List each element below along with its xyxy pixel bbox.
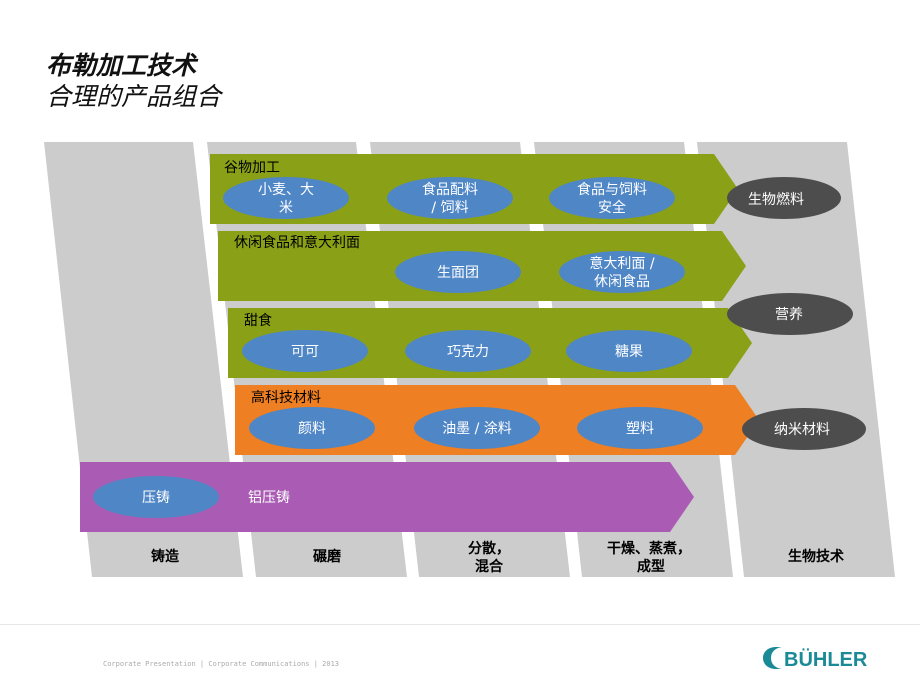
product-ellipse (566, 330, 692, 372)
product-label: 压铸 (142, 490, 170, 506)
product-ellipse (577, 407, 703, 449)
product-label: 巧克力 (447, 344, 489, 360)
footer-divider (0, 624, 920, 625)
product-ellipse (414, 407, 540, 449)
side-ellipses: 生物燃料 营养 纳米材料 (727, 177, 866, 450)
product-ellipse (559, 251, 685, 293)
product-label: 生面团 (437, 265, 479, 281)
side-ellipse-label: 纳米材料 (774, 422, 830, 438)
band-title: 高科技材料 (251, 389, 321, 406)
product-label: 颜料 (298, 421, 326, 437)
side-ellipse-biofuel (727, 177, 841, 219)
band-title: 铝压铸 (248, 490, 290, 506)
band-die-casting: 压铸 铝压铸 (80, 462, 694, 532)
product-label: 可可 (291, 344, 319, 360)
product-ellipse (93, 476, 219, 518)
product-label: 油墨 / 涂料 (442, 421, 512, 437)
product-ellipse (549, 177, 675, 219)
band-confectionery: 甜食 可可 巧克力 糖果 (228, 308, 752, 378)
side-ellipse-nano (742, 408, 866, 450)
product-label: 食品与饲料安全 (577, 181, 647, 216)
product-label: 食品配料/ 饲料 (422, 181, 478, 216)
band-snacks-pasta: 休闲食品和意大利面 生面团 意大利面 /休闲食品 (218, 231, 746, 301)
column-label-milling: 碾磨 (313, 548, 342, 565)
logo-text: BÜHLER (784, 648, 868, 671)
product-ellipse (223, 177, 349, 219)
product-label: 小麦、大米 (258, 182, 314, 216)
band-title: 休闲食品和意大利面 (234, 234, 360, 251)
buhler-logo: BÜHLER (763, 647, 868, 671)
column-label-dispersing: 分散，混合 (468, 540, 510, 575)
column-label-drying: 干燥、蒸煮，成型 (607, 540, 691, 575)
band-title: 甜食 (244, 312, 272, 329)
product-ellipse (395, 251, 521, 293)
logo-swoosh-icon (763, 647, 782, 669)
page-title: 布勒加工技术 (46, 51, 197, 80)
product-label: 塑料 (626, 421, 654, 437)
product-label: 糖果 (615, 344, 643, 360)
page-subtitle: 合理的产品组合 (46, 82, 222, 111)
footer-text: Corporate Presentation | Corporate Commu… (103, 660, 340, 668)
side-ellipse-nutrition (727, 293, 853, 335)
side-ellipse-label: 生物燃料 (748, 191, 804, 208)
product-portfolio-diagram: 谷物加工 小麦、大米 食品配料/ 饲料 食品与饲料安全 休闲食品和意大利面 生面… (44, 142, 895, 577)
band-advanced-materials: 高科技材料 颜料 油墨 / 涂料 塑料 (235, 385, 759, 455)
column-labels: 铸造 碾磨 分散，混合 干燥、蒸煮，成型 生物技术 (151, 540, 844, 575)
column-bg-biotech (697, 142, 895, 577)
band-arrow (80, 462, 694, 532)
band-title: 谷物加工 (224, 160, 280, 176)
product-ellipse (242, 330, 368, 372)
side-ellipse-label: 营养 (775, 307, 803, 323)
product-ellipse (405, 330, 531, 372)
product-label: 意大利面 /休闲食品 (589, 255, 654, 290)
product-ellipse (387, 177, 513, 219)
column-label-biotech: 生物技术 (788, 548, 844, 565)
column-label-casting: 铸造 (151, 548, 179, 565)
product-ellipse (249, 407, 375, 449)
band-cereal: 谷物加工 小麦、大米 食品配料/ 饲料 食品与饲料安全 (210, 154, 738, 224)
